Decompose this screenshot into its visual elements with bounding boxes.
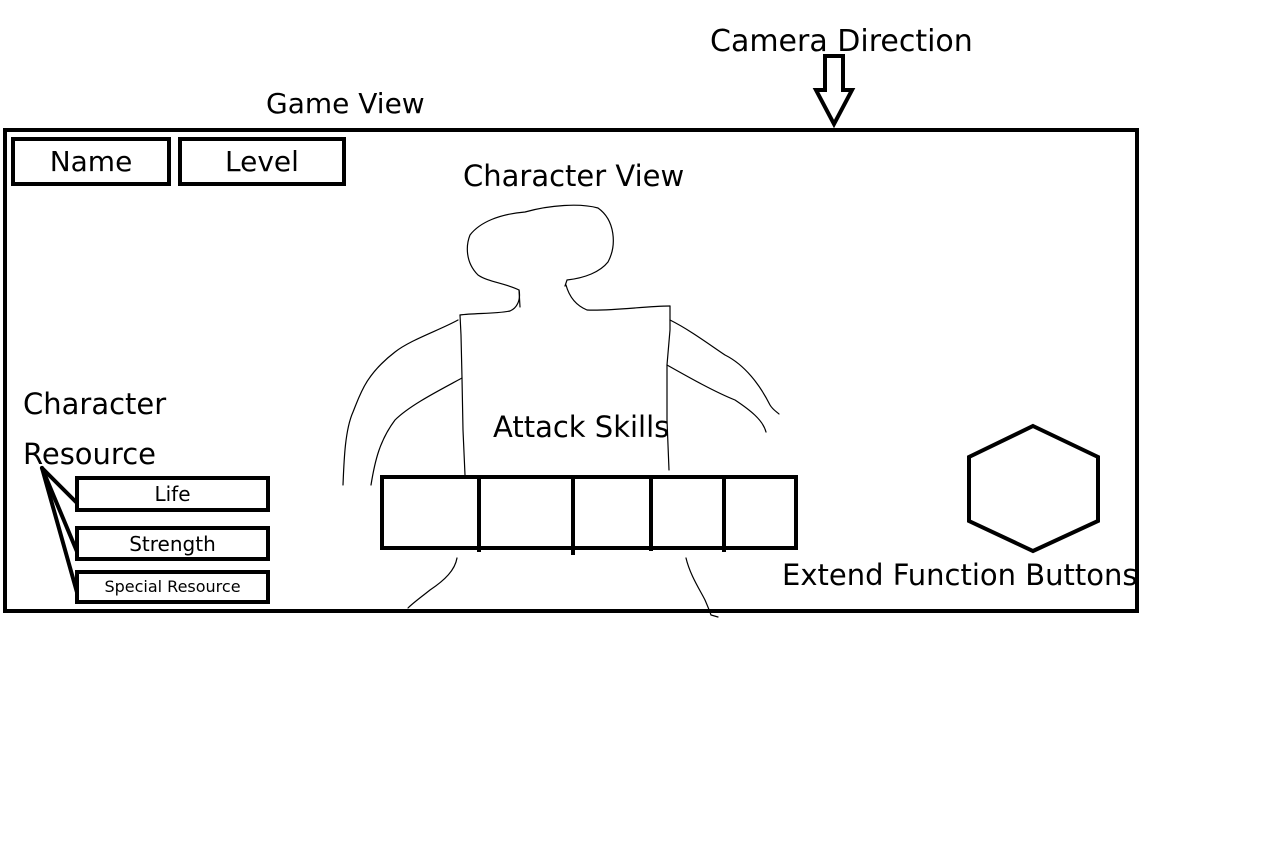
character-resource-label-line2: Resource [23,437,156,471]
camera-direction-arrow-icon [812,54,856,129]
strength-label: Strength [129,531,216,556]
special-resource-box: Special Resource [75,570,270,604]
strength-resource-box: Strength [75,526,270,561]
attack-skills-bar [380,475,798,555]
extend-function-hexagon-icon [967,423,1100,554]
game-view-frame [3,128,1139,613]
name-box: Name [11,137,171,186]
attack-skills-label: Attack Skills [493,410,670,444]
resource-connectors [40,466,80,598]
life-label: Life [154,482,191,506]
character-resource-label-line1: Character [23,387,167,421]
character-view-label: Character View [463,159,685,193]
attack-skills-frame [380,475,798,550]
extend-function-buttons-label: Extend Function Buttons [782,558,1138,592]
life-resource-box: Life [75,476,270,512]
name-label: Name [49,144,133,178]
special-resource-label: Special Resource [104,577,241,596]
game-view-label: Game View [266,87,425,120]
camera-direction-label: Camera Direction [710,24,973,59]
level-box: Level [178,137,346,186]
level-label: Level [225,144,299,178]
character-sketch [342,204,780,618]
